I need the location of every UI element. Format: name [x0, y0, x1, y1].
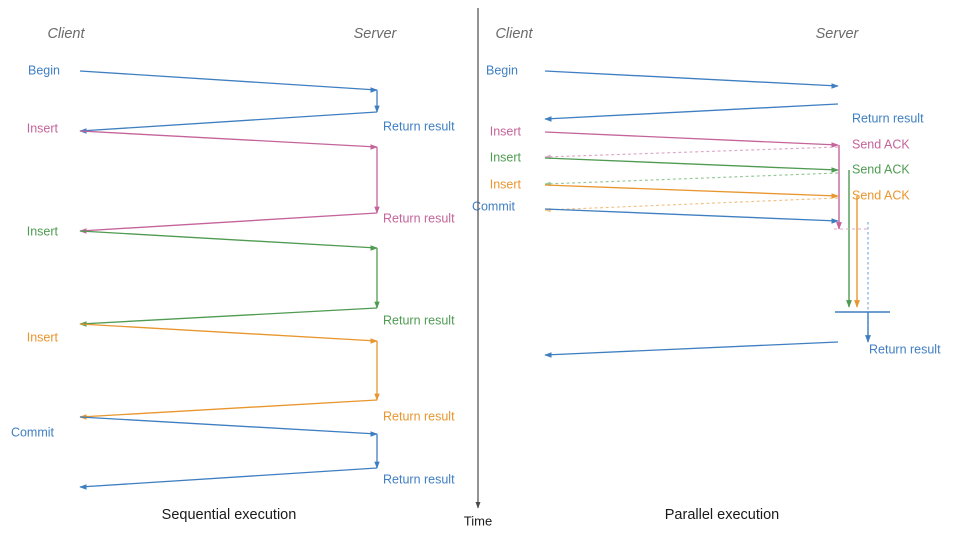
- message-arrow: [544, 146, 839, 160]
- message-arrow: [79, 212, 378, 234]
- message-label: Return result: [852, 111, 924, 125]
- message-label: Commit: [11, 425, 55, 439]
- panel-caption: Parallel execution: [665, 507, 779, 523]
- message-label: Send ACK: [852, 162, 910, 176]
- message-label: Return result: [869, 342, 941, 356]
- message-arrow: [79, 467, 378, 490]
- time-axis-label: Time: [464, 513, 492, 528]
- message-label: Insert: [490, 124, 522, 138]
- message-arrow: [544, 184, 839, 199]
- message-arrow: [79, 323, 378, 344]
- message-label: Commit: [472, 199, 516, 213]
- message-label: Return result: [383, 313, 455, 327]
- lifeline-header-server: Server: [354, 26, 398, 42]
- message-label: Insert: [490, 177, 522, 191]
- message-arrow: [79, 230, 378, 251]
- message-label: Begin: [486, 63, 518, 77]
- message-arrow: [544, 341, 839, 358]
- message-arrow: [79, 70, 378, 93]
- lifeline-header-client: Client: [47, 26, 85, 42]
- message-arrow: [79, 307, 378, 327]
- lifeline-header-server: Server: [816, 26, 860, 42]
- message-arrow: [79, 111, 378, 134]
- message-label: Return result: [383, 409, 455, 423]
- message-label: Insert: [27, 330, 59, 344]
- message-arrow: [544, 103, 839, 122]
- message-label: Send ACK: [852, 188, 910, 202]
- message-label: Send ACK: [852, 137, 910, 151]
- panel-caption: Sequential execution: [162, 507, 297, 523]
- lifeline-header-client: Client: [495, 26, 533, 42]
- message-arrow: [544, 197, 839, 213]
- message-arrow: [544, 131, 839, 148]
- message-arrow: [544, 208, 839, 224]
- message-label: Insert: [27, 121, 59, 135]
- message-arrow: [79, 399, 378, 420]
- message-arrow: [544, 70, 839, 89]
- message-label: Insert: [27, 224, 59, 238]
- message-arrow: [79, 130, 378, 150]
- message-label: Return result: [383, 472, 455, 486]
- message-label: Return result: [383, 119, 455, 133]
- message-arrow: [544, 157, 839, 173]
- message-label: Begin: [28, 63, 60, 77]
- message-arrow: [79, 416, 378, 437]
- message-arrow: [544, 172, 839, 187]
- message-label: Insert: [490, 150, 522, 164]
- message-label: Return result: [383, 211, 455, 225]
